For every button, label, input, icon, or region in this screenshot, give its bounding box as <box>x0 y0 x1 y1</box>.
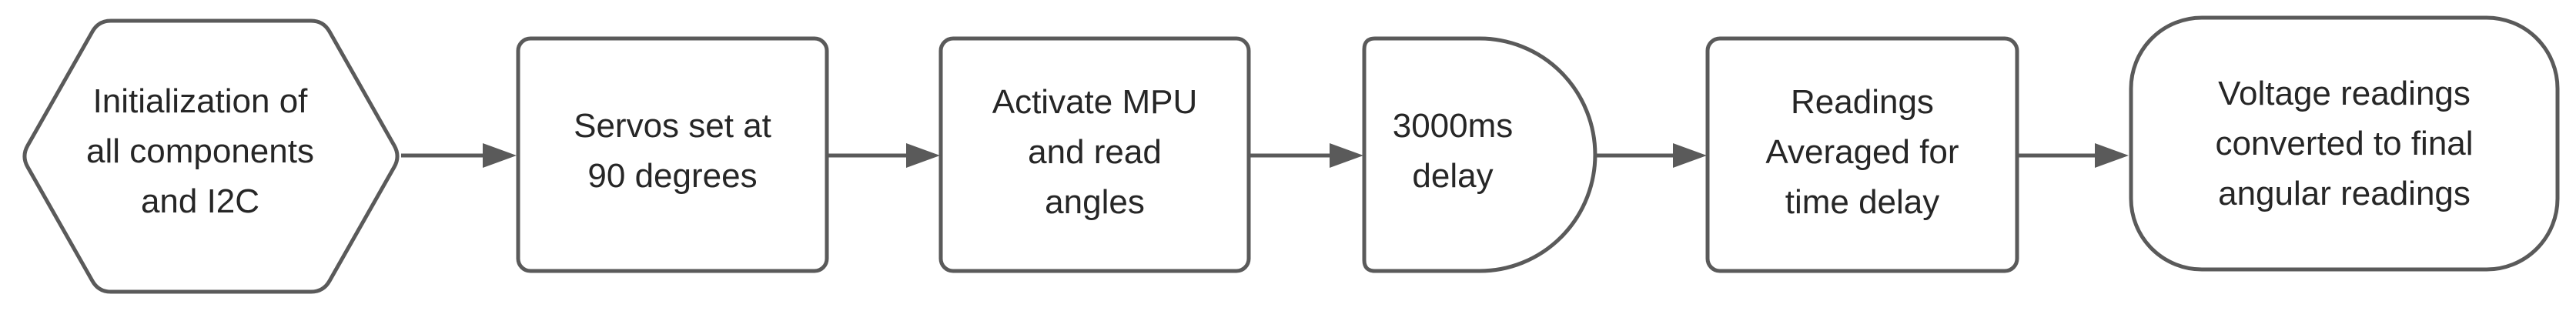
terminator-shape-voltage <box>2129 15 2560 272</box>
delay-shape-3000ms <box>1362 36 1597 273</box>
arrowhead-icon-5 <box>2095 143 2129 168</box>
rect-shape-servos <box>516 36 829 273</box>
hexagon-shape-initialization <box>22 18 400 294</box>
arrowhead-icon-2 <box>906 143 940 168</box>
rect-shape-activate-mpu <box>938 36 1251 273</box>
arrowhead-icon-3 <box>1330 143 1363 168</box>
arrowhead-icon-4 <box>1673 143 1707 168</box>
arrowhead-icon-1 <box>483 143 517 168</box>
rect-shape-readings-averaged <box>1705 36 2019 273</box>
